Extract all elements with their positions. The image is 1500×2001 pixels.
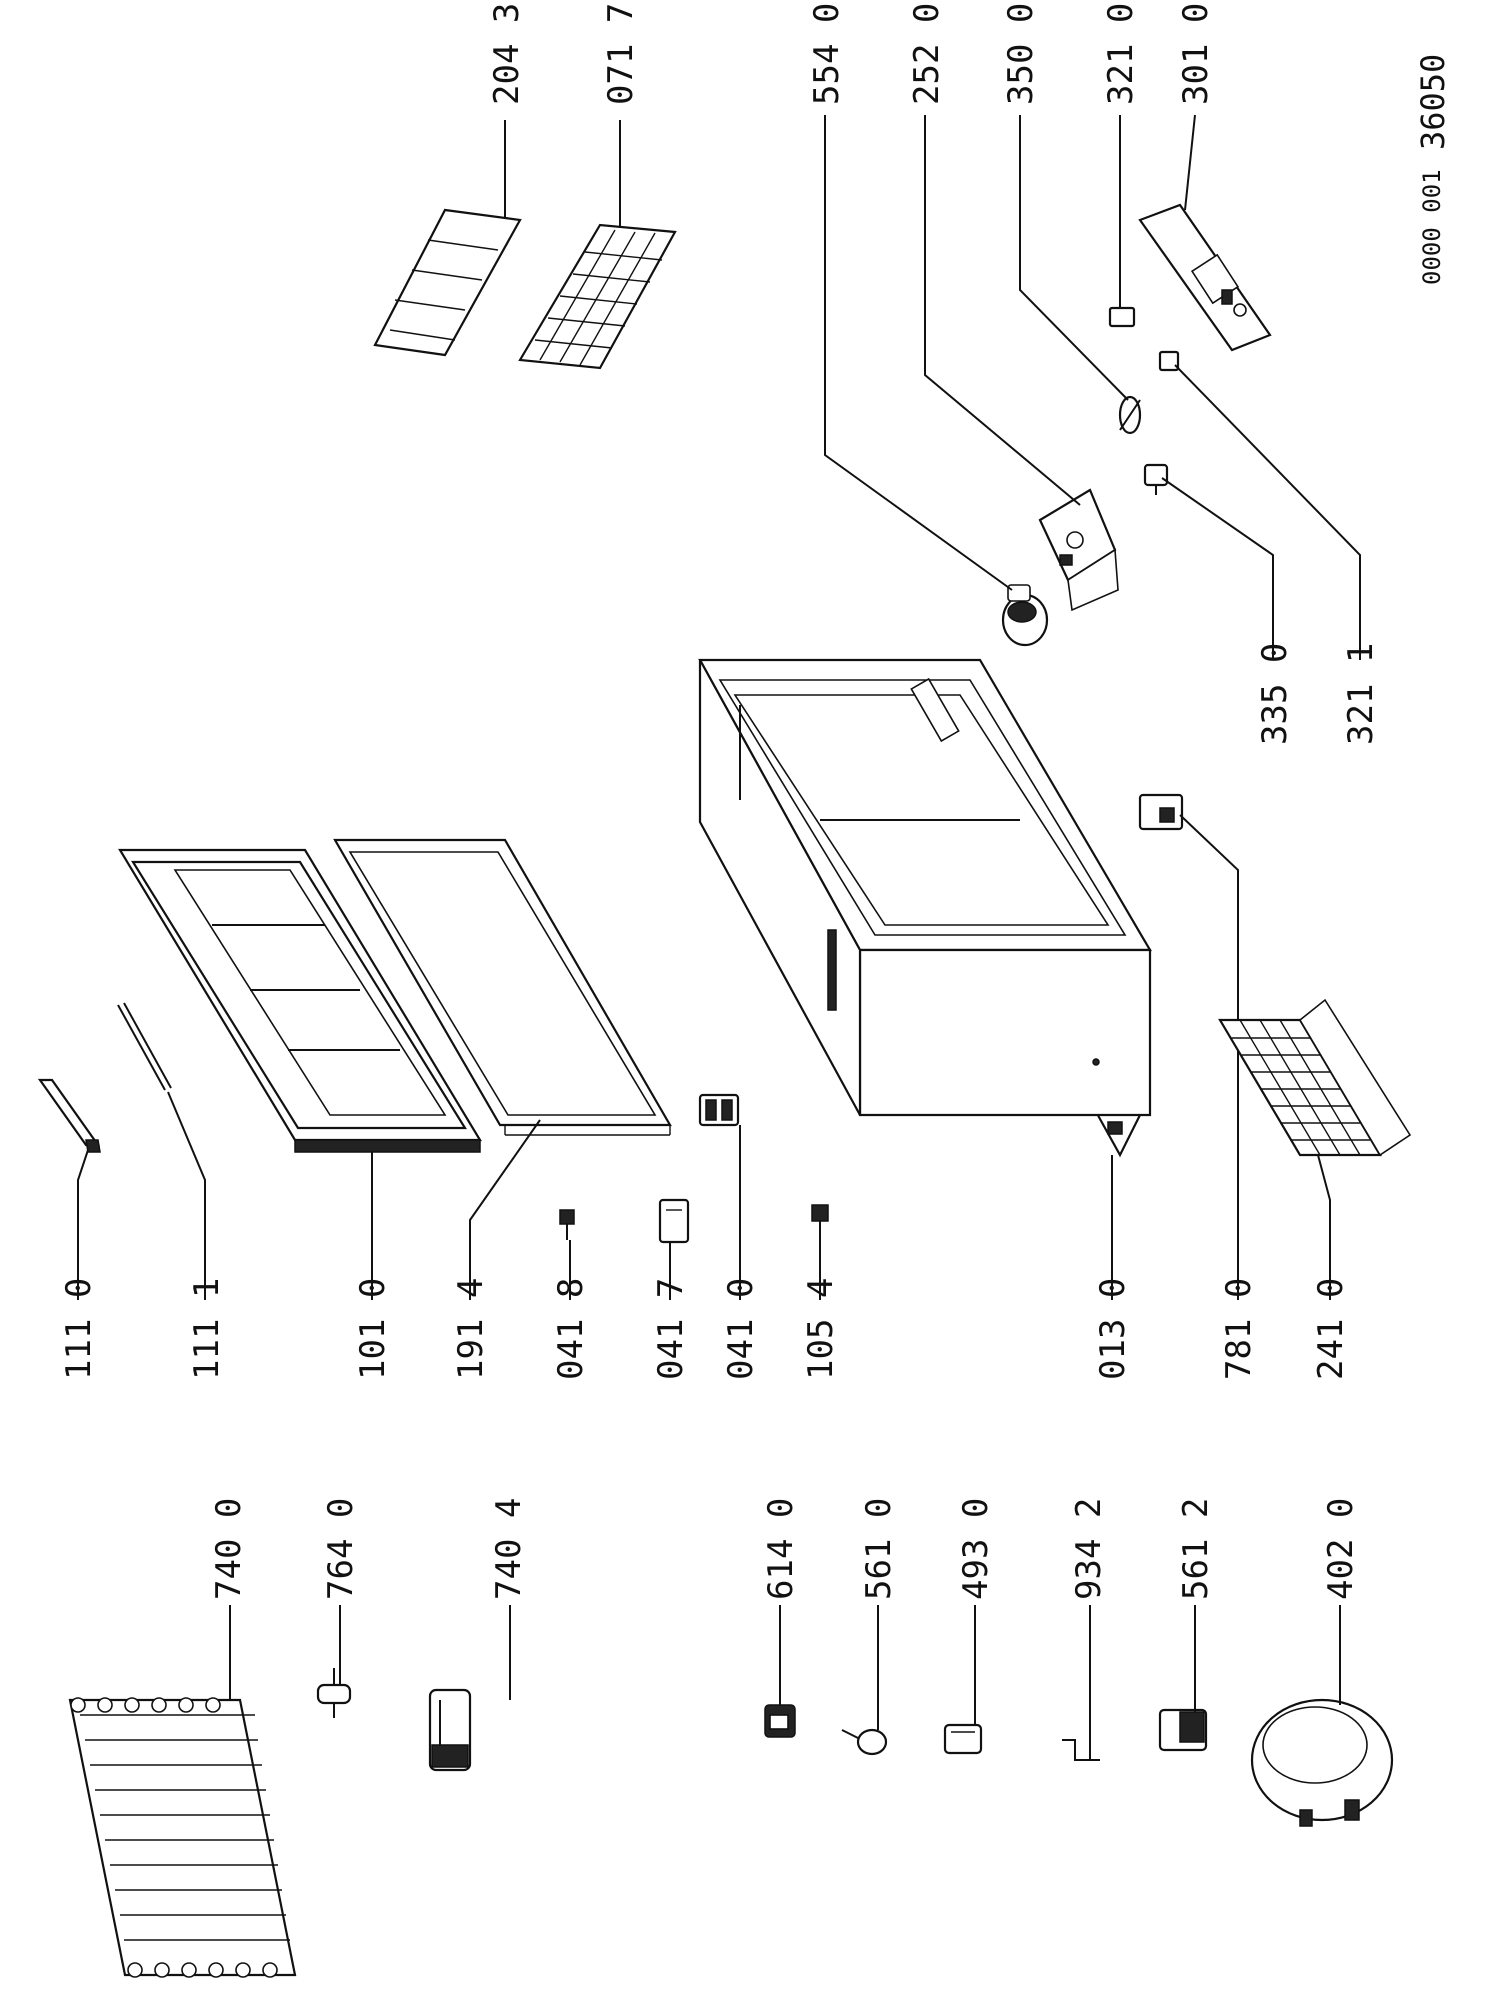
part-label-335-0: 335 0 — [1255, 643, 1295, 745]
wire-grid-shelf-part — [518, 223, 677, 370]
part-label-614-0: 614 0 — [761, 1498, 801, 1600]
clip-part — [1138, 793, 1184, 831]
overload-part — [1158, 1708, 1208, 1752]
condenser-coil-part — [68, 1697, 297, 1978]
part-label-191-4: 191 4 — [451, 1278, 491, 1380]
wire-basket-part — [1218, 998, 1412, 1157]
part-label-041-7: 041 7 — [651, 1278, 691, 1380]
part-label-252-0: 252 0 — [907, 3, 947, 105]
hinge-part — [698, 1093, 740, 1127]
hinge-cover-part — [658, 1198, 690, 1244]
part-label-350-0: 350 0 — [1001, 3, 1041, 105]
capacitor-part — [943, 1723, 983, 1755]
part-label-241-0: 241 0 — [1311, 1278, 1351, 1380]
foot-part — [1093, 1108, 1142, 1158]
thermostat-knob-part — [1118, 395, 1142, 435]
bracket-part — [1062, 1739, 1100, 1761]
tube-assembly-part — [428, 1688, 472, 1772]
doc-number: 36050 — [1414, 54, 1452, 150]
handle-part — [37, 1078, 101, 1153]
lid-part — [118, 848, 482, 1153]
indicator-lens-part — [1158, 350, 1180, 372]
thermostat-housing-part — [1038, 488, 1119, 612]
part-label-493-0: 493 0 — [956, 1498, 996, 1600]
part-label-764-0: 764 0 — [321, 1498, 361, 1600]
part-label-041-8: 041 8 — [551, 1278, 591, 1380]
part-label-402-0: 402 0 — [1321, 1498, 1361, 1600]
lid-liner-part — [333, 838, 672, 1136]
lamp-socket-part — [1001, 584, 1049, 647]
part-label-321-1: 321 1 — [1341, 643, 1381, 745]
part-label-561-2: 561 2 — [1176, 1498, 1216, 1600]
doc-code: 0000 001 — [1418, 169, 1446, 285]
control-panel-part — [1138, 203, 1272, 352]
handle-cover-part — [117, 1002, 172, 1091]
part-label-105-4: 105 4 — [801, 1278, 841, 1380]
part-label-740-4: 740 4 — [489, 1498, 529, 1600]
dryer-filter-part — [316, 1668, 352, 1718]
part-label-554-0: 554 0 — [807, 3, 847, 105]
part-label-101-0: 101 0 — [353, 1278, 393, 1380]
part-label-111-0: 111 0 — [59, 1278, 99, 1380]
part-label-041-0: 041 0 — [721, 1278, 761, 1380]
thermal-protector-part — [841, 1728, 888, 1756]
part-label-013-0: 013 0 — [1093, 1278, 1133, 1380]
part-label-071-7: 071 7 — [601, 3, 641, 105]
part-label-781-0: 781 0 — [1219, 1278, 1259, 1380]
compressor-part — [1250, 1698, 1394, 1827]
part-label-321-0: 321 0 — [1101, 3, 1141, 105]
relay-part — [764, 1704, 796, 1738]
lock-part — [811, 1204, 829, 1232]
part-label-301-0: 301 0 — [1176, 3, 1216, 105]
hinge-screw-part — [559, 1209, 575, 1240]
divider-basket-part — [373, 208, 522, 357]
knob-shaft-part — [1143, 463, 1169, 495]
indicator-lamp-part — [1108, 306, 1136, 328]
cabinet-body-part — [698, 658, 1152, 1117]
part-label-561-0: 561 0 — [859, 1498, 899, 1600]
part-label-740-0: 740 0 — [209, 1498, 249, 1600]
part-label-204-3: 204 3 — [487, 3, 527, 105]
part-label-934-2: 934 2 — [1069, 1498, 1109, 1600]
part-label-111-1: 111 1 — [187, 1278, 227, 1380]
